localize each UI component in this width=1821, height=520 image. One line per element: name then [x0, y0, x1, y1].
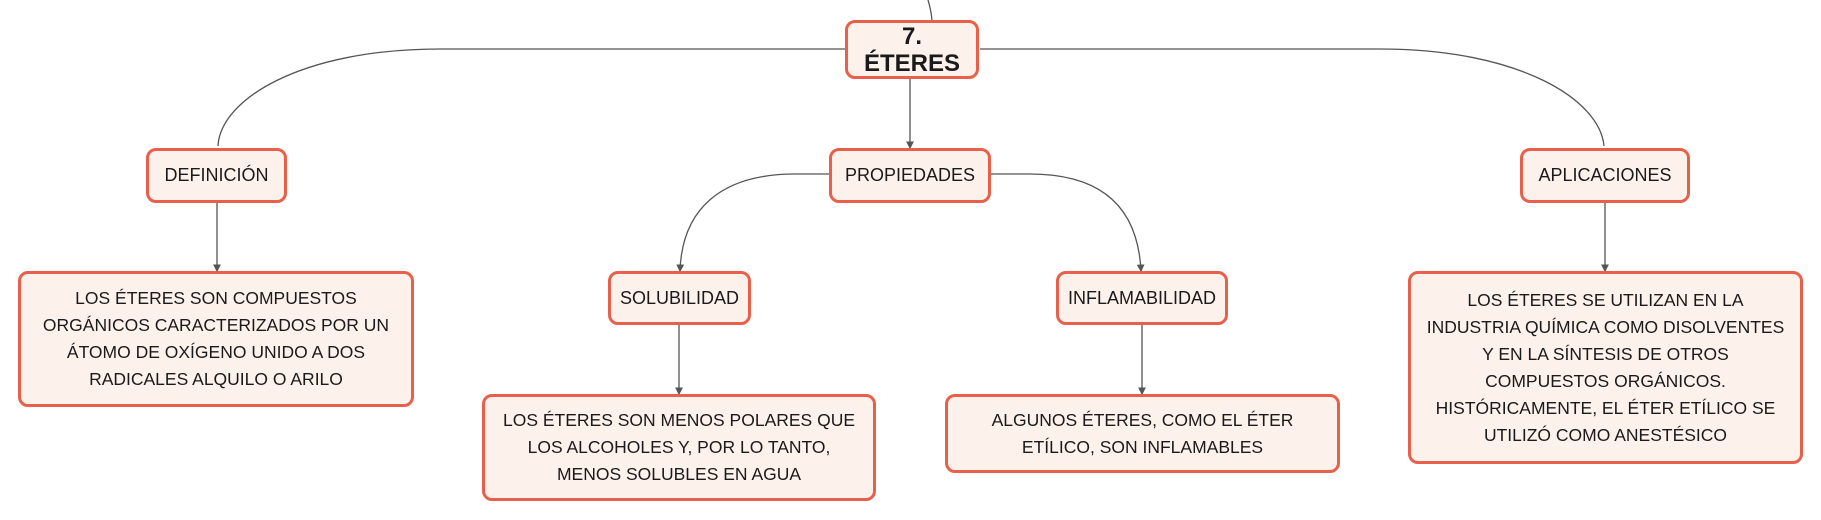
aplicaciones-label: APLICACIONES — [1538, 165, 1672, 185]
definicion-text: LOS ÉTERES SON COMPUESTOS ORGÁNICOS CARA… — [42, 288, 390, 389]
aplicaciones-text-node[interactable]: LOS ÉTERES SE UTILIZAN EN LA INDUSTRIA Q… — [1408, 271, 1803, 464]
propiedades-node[interactable]: PROPIEDADES — [829, 148, 991, 203]
root-label: 7. ÉTERES — [863, 22, 961, 77]
aplicaciones-node[interactable]: APLICACIONES — [1520, 148, 1690, 203]
solubilidad-label: SOLUBILIDAD — [619, 287, 740, 308]
link-root-definicion — [217, 48, 845, 147]
link-propiedades-inflamabilidad — [990, 173, 1145, 273]
solubilidad-node[interactable]: SOLUBILIDAD — [608, 271, 751, 325]
inflamabilidad-text-node[interactable]: ALGUNOS ÉTERES, COMO EL ÉTER ETÍLICO, SO… — [945, 394, 1340, 473]
parent-connector — [927, 0, 933, 21]
definicion-text-node[interactable]: LOS ÉTERES SON COMPUESTOS ORGÁNICOS CARA… — [18, 271, 414, 407]
propiedades-label: PROPIEDADES — [844, 165, 976, 185]
definicion-node[interactable]: DEFINICIÓN — [146, 148, 287, 203]
link-propiedades-solubilidad — [676, 173, 830, 273]
root-node[interactable]: 7. ÉTERES — [845, 20, 979, 79]
inflamabilidad-label: INFLAMABILIDAD — [1067, 287, 1217, 308]
definicion-label: DEFINICIÓN — [164, 165, 269, 185]
inflamabilidad-text: ALGUNOS ÉTERES, COMO EL ÉTER ETÍLICO, SO… — [991, 409, 1294, 457]
inflamabilidad-node[interactable]: INFLAMABILIDAD — [1056, 271, 1228, 325]
solubilidad-text-node[interactable]: LOS ÉTERES SON MENOS POLARES QUE LOS ALC… — [482, 394, 876, 501]
solubilidad-text: LOS ÉTERES SON MENOS POLARES QUE LOS ALC… — [502, 410, 856, 484]
link-root-aplicaciones — [980, 48, 1605, 147]
aplicaciones-text: LOS ÉTERES SE UTILIZAN EN LA INDUSTRIA Q… — [1426, 289, 1785, 445]
